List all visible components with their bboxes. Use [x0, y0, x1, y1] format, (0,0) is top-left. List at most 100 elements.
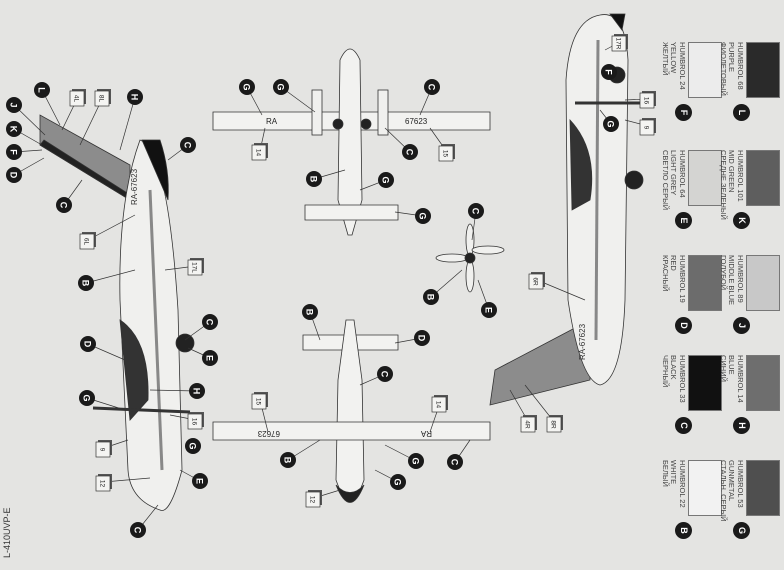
decal-box-4L: 4L	[61, 89, 86, 131]
paint-name-ru: СТАЛЬН. СЕРЫЙ	[719, 460, 728, 522]
color-swatch	[688, 460, 722, 516]
decal-box-frame	[438, 145, 454, 162]
paint-callout-B: B	[302, 304, 321, 341]
decal-box-8L: 8L	[79, 89, 111, 146]
legend-badge-G: G	[733, 522, 750, 539]
callout-badge	[6, 97, 22, 113]
callout-badge	[424, 79, 440, 95]
callout-letter: D	[9, 172, 19, 179]
legend-badge-C: C	[675, 417, 692, 434]
decal-box-12: 12	[305, 489, 341, 508]
paint-name-ru: СВЕТЛО СЕРЫЙ	[661, 150, 670, 211]
callout-letter: G	[242, 83, 252, 90]
paint-brand: HUMBROL 53	[736, 460, 745, 508]
callout-letter: B	[283, 457, 293, 464]
callout-badge	[378, 172, 394, 188]
callout-letter: G	[276, 83, 286, 90]
registration-top-prefix: RA	[266, 117, 278, 126]
paint-callout-B: B	[306, 169, 346, 187]
callout-badge	[80, 336, 96, 352]
paint-name-en: PURPLE	[727, 42, 737, 73]
callout-badge	[408, 453, 424, 469]
paint-callout-C: C	[130, 504, 159, 538]
paint-callout-G: G	[359, 172, 394, 191]
decal-box-frame	[528, 273, 544, 290]
decal-box-17L: 17L	[164, 258, 204, 276]
callout-badge	[447, 454, 463, 470]
decal-number: 17R	[615, 38, 622, 50]
color-swatch	[688, 355, 722, 411]
paint-brand: HUMBROL 22	[678, 460, 687, 508]
decal-number: 8R	[550, 420, 557, 429]
registration-side-left: RA-67623	[130, 168, 139, 205]
decal-box-frame	[305, 491, 321, 508]
paint-callout-C: C	[384, 127, 418, 160]
color-swatch	[688, 255, 722, 311]
decal-number: 16	[643, 97, 650, 105]
decal-number: 15	[255, 398, 262, 406]
paint-callout-D: D	[80, 336, 126, 361]
paint-brand: HUMBROL 19	[678, 255, 687, 303]
paint-callout-C: C	[167, 137, 196, 161]
paint-name-ru: ФИОЛЕТОВЫЙ	[719, 42, 728, 96]
callout-badge	[6, 167, 22, 183]
decal-box-17R: 17R	[604, 34, 628, 52]
color-swatch	[746, 355, 780, 411]
paint-callout-B: B	[423, 269, 463, 305]
callout-letter: F	[604, 69, 614, 75]
sheet-footer: L-410UVP-E	[2, 507, 12, 558]
color-swatch	[746, 42, 780, 98]
decal-box-8R: 8R	[524, 384, 563, 433]
callout-badge	[56, 197, 72, 213]
decal-box-frame	[187, 259, 203, 276]
decal-box-15: 15	[429, 127, 455, 162]
callout-letter: E	[484, 307, 494, 313]
decal-box-6R: 6R	[528, 272, 586, 301]
paint-name-ru: ЧЕРНЫЙ	[661, 355, 670, 388]
paint-callout-C: C	[447, 439, 471, 470]
decal-box-frame	[520, 416, 536, 433]
callout-letter: D	[83, 341, 93, 348]
paint-name-en: BLUE	[727, 355, 737, 375]
callout-letter: C	[450, 459, 460, 466]
side-view-left: RA-67623	[39, 114, 201, 511]
registration-top-number: 67623	[405, 117, 428, 126]
callout-letter: G	[393, 478, 403, 485]
callout-badge	[302, 304, 318, 320]
callout-letter: C	[405, 149, 415, 156]
callout-badge	[603, 116, 619, 132]
decal-box-frame	[546, 416, 562, 433]
paint-name-ru: СРЕДНЕ ЗЕЛЕНЫЙ	[719, 150, 728, 220]
decal-box-frame	[69, 90, 85, 107]
paint-callout-C: C	[184, 314, 218, 341]
callout-letter: C	[183, 142, 193, 149]
decal-box-frame	[639, 119, 655, 136]
decal-box-9: 9	[624, 118, 656, 136]
callout-letter: B	[305, 309, 315, 316]
callout-badge	[34, 82, 50, 98]
callout-badge	[468, 203, 484, 219]
decal-box-14: 14	[251, 127, 268, 161]
paint-callout-H: H	[119, 89, 143, 151]
decal-box-frame	[187, 413, 203, 430]
callout-badge	[6, 121, 22, 137]
callout-letter: G	[82, 394, 92, 401]
paint-callout-G: G	[273, 79, 316, 113]
callout-letter: G	[418, 212, 428, 219]
decal-number: 8L	[98, 95, 105, 103]
paint-callout-D: D	[394, 330, 430, 346]
decal-number: 9	[99, 448, 106, 452]
paint-callout-H: H	[149, 383, 205, 399]
paint-name-en: WHITE	[669, 460, 679, 485]
decal-box-14: 14	[429, 395, 448, 433]
paint-callout-F: F	[6, 144, 43, 160]
paint-brand: HUMBROL 24	[678, 42, 687, 90]
decal-box-6L: 6L	[79, 214, 136, 250]
color-swatch	[688, 42, 722, 98]
